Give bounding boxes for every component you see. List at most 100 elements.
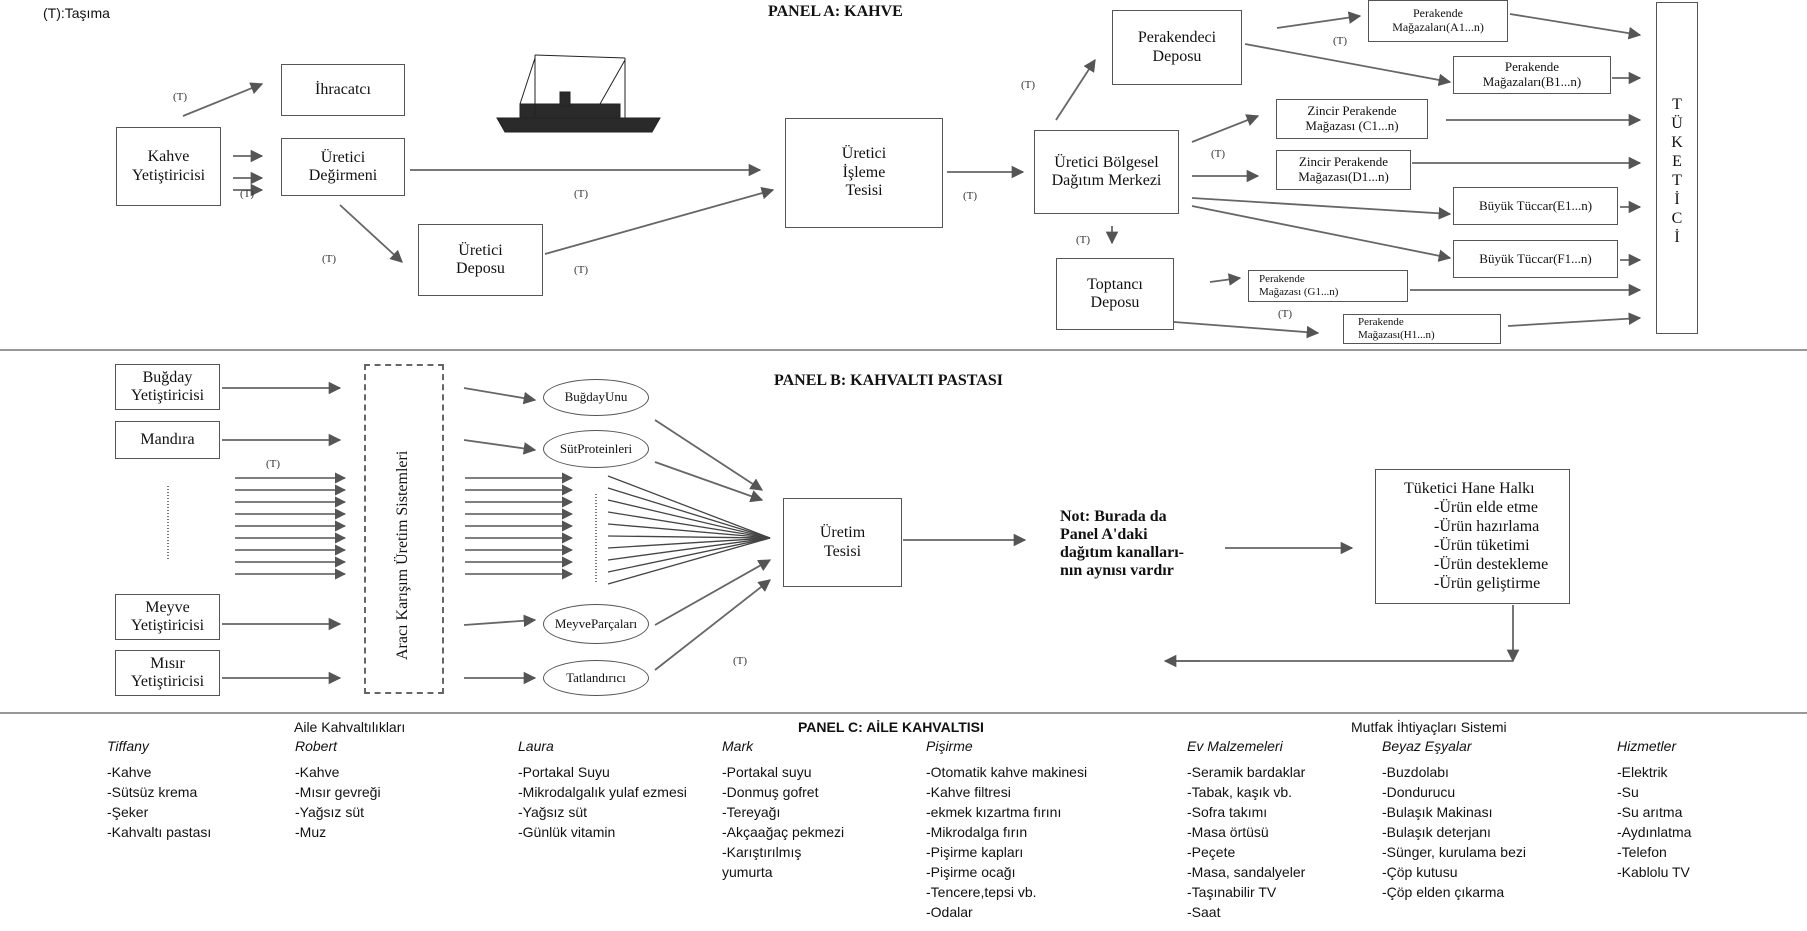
araci-karisim-box — [364, 364, 444, 694]
list-item: -Donmuş gofret — [722, 784, 819, 800]
t-label: (T) — [1278, 308, 1293, 320]
list-item: -Şeker — [107, 804, 149, 820]
column-beyaz-esyalar: Beyaz Eşyalar -Buzdolabı -Dondurucu -Bul… — [1382, 736, 1582, 902]
list-item: -Masa örtüsü — [1187, 824, 1269, 840]
t-label: (T) — [240, 188, 255, 200]
column-ev-malzemeleri-header: Ev Malzemeleri — [1187, 738, 1283, 754]
aile-header: Aile Kahvaltılıkları — [294, 719, 406, 735]
store-e-label: Büyük Tüccar(E1...n) — [1478, 197, 1593, 213]
column-laura: Laura -Portakal Suyu -Mikrodalgalık yula… — [518, 736, 698, 842]
misir-line1: Mısır — [150, 654, 185, 672]
list-item: -Bulaşık deterjanı — [1382, 824, 1491, 840]
tatlandirici-ellipse: Tatlandırıcı — [543, 660, 649, 696]
list-item: -Taşınabilir TV — [1187, 884, 1277, 900]
t-label: (T) — [1021, 79, 1036, 91]
list-item: -Portakal suyu — [722, 764, 812, 780]
meyve-parcalari-line2: Parçaları — [590, 615, 638, 631]
column-robert-header: Robert — [295, 738, 338, 754]
list-item: -Su arıtma — [1617, 804, 1683, 820]
hane-item-2: -Ürün hazırlama — [1434, 518, 1540, 535]
t-label: (T) — [574, 264, 589, 276]
list-item: -Kahve — [295, 764, 340, 780]
kahve-yetistiricisi-line1: Kahve — [147, 148, 190, 166]
uretici-degirmeni-line2: Değirmeni — [308, 167, 378, 184]
t-label: (T) — [266, 458, 281, 470]
t-label: (T) — [733, 655, 748, 667]
column-ev-malzemeleri: Ev Malzemeleri -Seramik bardaklar -Tabak… — [1187, 736, 1372, 922]
hane-item-3: -Ürün tüketimi — [1434, 537, 1530, 554]
uretici-deposu-line1: Üretici — [458, 241, 503, 259]
list-item: -Masa, sandalyeler — [1187, 864, 1306, 880]
ihracatci-box: İhracatcı — [281, 64, 405, 116]
tuketici-hane-box: Tüketici Hane Halkı -Ürün elde etme -Ürü… — [1375, 469, 1570, 604]
list-item: -Yağsız süt — [518, 804, 587, 820]
tuketici-letter-3: K — [1671, 134, 1683, 151]
store-h-line1: Perakende — [1358, 316, 1404, 329]
store-f-box: Büyük Tüccar(F1...n) — [1453, 240, 1618, 278]
sut-proteinleri-line2: Proteinleri — [577, 440, 633, 456]
list-item: -Su — [1617, 784, 1639, 800]
t-label: (T) — [322, 253, 337, 265]
store-a-line1: Perakende — [1413, 6, 1463, 21]
list-item: -Odalar — [926, 904, 973, 920]
note-line3: dağıtım kanalları- — [1060, 544, 1185, 561]
mandira-box: Mandıra — [115, 421, 220, 459]
bugday-unu-line1: Buğday — [564, 389, 606, 405]
list-item: -Kahvaltı pastası — [107, 824, 212, 840]
store-c-line1: Zincir Perakende — [1307, 103, 1397, 119]
list-item: -ekmek kızartma fırını — [926, 804, 1062, 820]
uretici-isleme-line1: Üretici — [841, 145, 887, 163]
list-item: -Sofra takımı — [1187, 804, 1268, 820]
t-label: (T) — [1076, 234, 1091, 246]
araci-karisim-label: Aracı Karışım Üretim Sistemleri — [394, 450, 411, 660]
perakendeci-deposu-line2: Deposu — [1152, 47, 1202, 65]
column-robert: Robert -Kahve -Mısır gevreği -Yağsız süt… — [295, 736, 465, 842]
ship-icon — [496, 54, 661, 133]
t-label: (T) — [1333, 35, 1348, 47]
tuketici-box: T Ü K E T İ C İ — [1656, 2, 1698, 334]
uretim-tesisi-line1: Üretim — [819, 524, 866, 542]
t-label: (T) — [173, 91, 188, 103]
bugday-unu-ellipse: BuğdayUnu — [543, 379, 649, 416]
tuketici-letter-4: E — [1672, 153, 1682, 170]
sut-proteinleri-line1: Süt — [559, 440, 578, 456]
t-label: (T) — [1211, 148, 1226, 160]
panel-a-title: PANEL A: KAHVE — [768, 3, 903, 20]
bugday-line2: Yetiştiricisi — [130, 387, 205, 404]
list-item: -Sünger, kurulama bezi — [1382, 844, 1526, 860]
t-label: (T) — [574, 188, 589, 200]
note-line1: Not: Burada da — [1060, 508, 1167, 525]
bugday-unu-line2: Unu — [605, 389, 628, 405]
tuketici-letter-8: İ — [1674, 229, 1680, 246]
list-item: -Mikrodalga fırın — [926, 824, 1028, 840]
list-item: -Kahve — [107, 764, 152, 780]
list-item: -Tencere,tepsi vb. — [926, 884, 1037, 900]
list-item: -Pişirme ocağı — [926, 864, 1016, 880]
list-item: -Kablolu TV — [1617, 864, 1690, 880]
uretici-isleme-line2: İşleme — [842, 163, 886, 181]
store-d-line2: Mağazası(D1...n) — [1298, 169, 1389, 184]
toptanci-deposu-line1: Toptancı — [1087, 275, 1143, 293]
list-item: -Mısır gevreği — [295, 784, 381, 800]
panel-c-title: PANEL C: AİLE KAHVALTISI — [798, 719, 984, 735]
list-item: -Mikrodalgalık yulaf ezmesi — [518, 784, 687, 800]
uretici-isleme-line3: Tesisi — [845, 182, 883, 200]
list-item: -Buzdolabı — [1382, 764, 1449, 780]
note-line4: nın aynısı vardır — [1060, 562, 1174, 579]
hane-item-4: -Ürün destekleme — [1434, 556, 1549, 573]
uretici-deposu-line2: Deposu — [456, 260, 505, 277]
hane-item-5: -Ürün geliştirme — [1434, 575, 1541, 592]
list-item: -Aydınlatma — [1617, 824, 1692, 840]
store-g-line2: Mağazası (G1...n) — [1259, 286, 1339, 298]
